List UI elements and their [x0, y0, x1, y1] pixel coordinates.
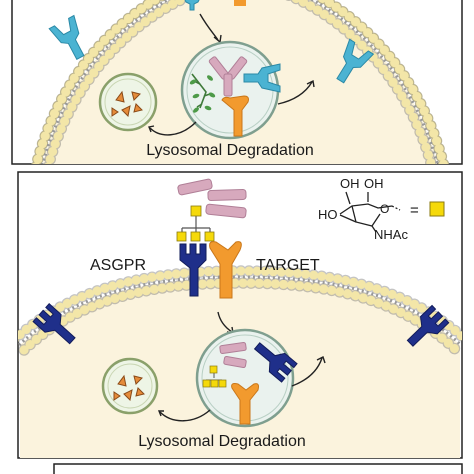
- caption-top: Lysosomal Degradation: [146, 142, 314, 159]
- caption-bottom: Lysosomal Degradation: [138, 433, 306, 450]
- cell-membrane-bottom: [18, 265, 462, 356]
- asgpr-label: ASGPR: [90, 257, 146, 274]
- target-label: TARGET: [256, 257, 320, 274]
- galnac-square-icon: [429, 201, 445, 217]
- third-panel-frame: [53, 463, 463, 474]
- antibody-bottom: [177, 178, 247, 219]
- arrow-internalize-bottom: [217, 311, 233, 333]
- endosome-top: [180, 40, 281, 140]
- arrow-recycle-top: [277, 81, 313, 105]
- asgpr-receptor-inside: [253, 342, 298, 383]
- cyan-receptor-inside: [243, 63, 281, 93]
- sugar-cluster-endosome: [202, 365, 227, 388]
- cyan-receptor-left: [48, 14, 85, 60]
- cyan-receptor-top: [184, 0, 200, 11]
- galnac-legend: OH OH HO O NHAc =: [318, 176, 445, 242]
- arrow-to-lysosome-top: [149, 121, 197, 136]
- orange-target-fragment-top: [234, 0, 246, 6]
- cyan-receptor-right: [336, 38, 375, 84]
- target-protein: [209, 241, 242, 299]
- bottom-panel: ASGPR TARGET OH OH HO O NHAc =: [17, 171, 463, 459]
- arrow-internalize-top: [199, 13, 219, 41]
- lysosome-bottom: [101, 357, 159, 415]
- arrow-to-lysosome-bottom: [159, 409, 211, 422]
- sugar-cluster-bottom: [176, 205, 215, 242]
- orange-target-inside: [221, 95, 249, 137]
- asgpr-receptor-left: [32, 302, 76, 345]
- legend-ho: HO: [318, 207, 338, 222]
- target-protein-inside: [231, 383, 259, 425]
- legend-ring-o: O: [380, 202, 389, 216]
- antibody-top: [208, 56, 248, 97]
- asgpr-receptor-right: [406, 304, 450, 347]
- lysosome-top: [98, 72, 158, 132]
- top-panel: Lysosomal Degradation: [11, 0, 463, 165]
- legend-equals: =: [410, 202, 419, 219]
- cell-membrane-top: [30, 0, 450, 164]
- galnac-ring: [339, 191, 401, 233]
- legend-nhac: NHAc: [374, 227, 408, 242]
- legend-oh-left: OH: [340, 176, 360, 191]
- arrow-recycle-bottom: [291, 357, 323, 387]
- asgpr-receptor: [179, 243, 207, 297]
- legend-oh-right: OH: [364, 176, 384, 191]
- endosome-bottom: [195, 328, 298, 428]
